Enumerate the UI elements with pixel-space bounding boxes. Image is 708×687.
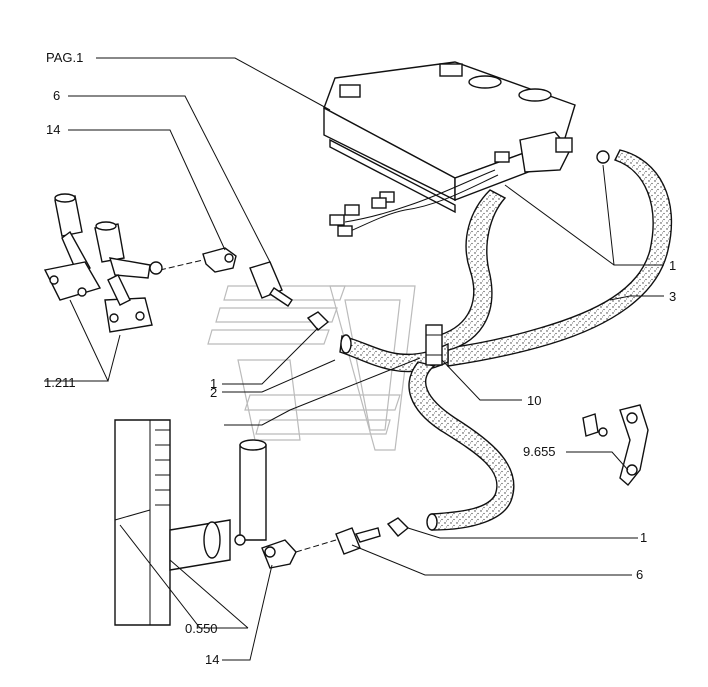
- hose-clip-bottom: [386, 517, 410, 537]
- clamp-10: [425, 324, 443, 366]
- watermark-logo: [207, 285, 416, 451]
- label-bottom-14: 14: [205, 652, 219, 667]
- label-right-3: 3: [669, 289, 676, 304]
- label-left-2: 2: [210, 385, 217, 400]
- labels: PAG.1 6 14 1.211 1 2 1 3 10 9.655 1 6 0.…: [44, 50, 676, 667]
- elbow-14-top: [202, 247, 237, 273]
- dash-line-top: [159, 259, 204, 271]
- connector-6-top: [249, 261, 293, 307]
- hose-clip-left: [306, 311, 330, 331]
- connector-6-bottom: [335, 527, 381, 555]
- valve-fitting: [519, 131, 610, 173]
- hose-lower: [408, 361, 515, 531]
- label-top-6: 6: [53, 88, 60, 103]
- hose-upper: [439, 189, 507, 353]
- label-9655: 9.655: [523, 444, 556, 459]
- label-0550: 0.550: [185, 621, 218, 636]
- label-top-14: 14: [46, 122, 60, 137]
- fitting-1211: [43, 193, 163, 333]
- label-left-1: 1: [210, 376, 217, 391]
- label-right-1-bottom: 1: [640, 530, 647, 545]
- elbow-14-bottom: [261, 539, 297, 569]
- leader-lines: [44, 57, 664, 661]
- label-pag1: PAG.1: [46, 50, 83, 65]
- wiring-harness: [329, 151, 510, 237]
- radiator-0550: [114, 419, 267, 626]
- label-center-10: 10: [527, 393, 541, 408]
- label-right-6-bottom: 6: [636, 567, 643, 582]
- label-1211: 1.211: [44, 375, 76, 390]
- dash-line-bottom: [295, 539, 337, 553]
- label-right-1-top: 1: [669, 258, 676, 273]
- bracket-9655: [582, 404, 649, 487]
